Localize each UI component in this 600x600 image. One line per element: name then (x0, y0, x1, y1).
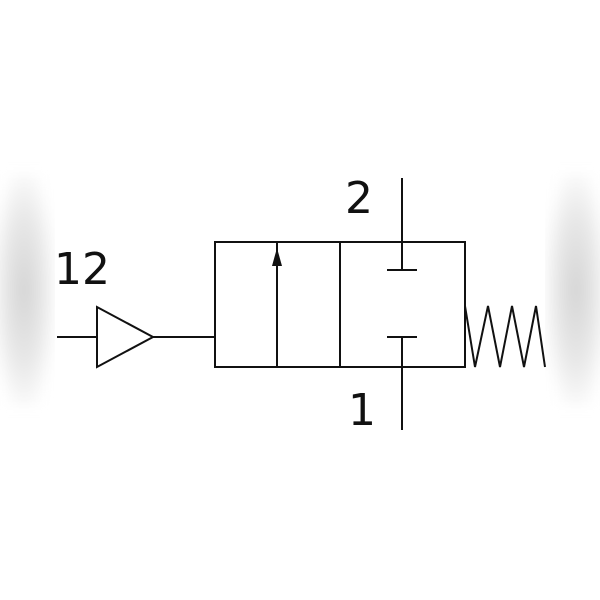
left-blur-edge (0, 175, 54, 405)
inlet-port-label: 1 (348, 385, 376, 436)
diagram-canvas (55, 160, 545, 440)
spring-zigzag (464, 305, 546, 368)
flow-arrow-head (272, 248, 282, 266)
pilot-triangle (96, 305, 156, 369)
pilot-port-label: 12 (54, 244, 110, 295)
right-blur-edge (546, 175, 600, 405)
outlet-port-label: 2 (345, 173, 373, 224)
